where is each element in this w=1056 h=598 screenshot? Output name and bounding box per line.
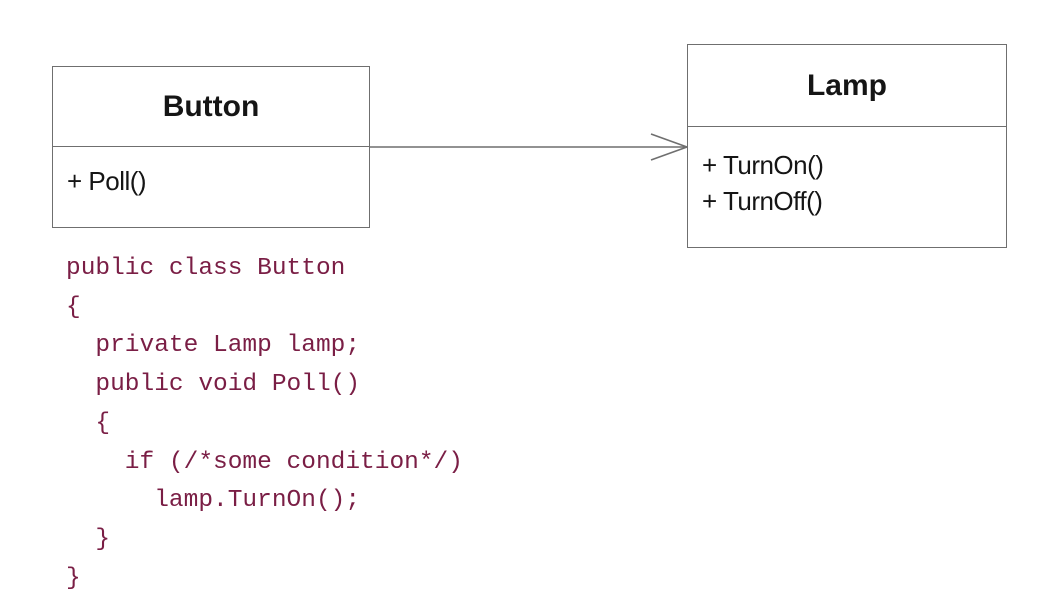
lamp-class-operations: + TurnOn() + TurnOff() — [688, 127, 1006, 219]
code-line: public class Button — [66, 255, 346, 282]
code-line: { — [66, 409, 111, 437]
lamp-class-name: Lamp — [688, 45, 1006, 127]
code-listing: public class Button{ private Lamp lamp; … — [66, 250, 463, 598]
code-line: } — [66, 564, 81, 592]
code-line: public void Poll() — [66, 371, 361, 399]
poll-operation: + Poll() — [67, 166, 147, 196]
code-line: lamp.TurnOn(); — [66, 487, 361, 515]
lamp-class-box: Lamp + TurnOn() + TurnOff() — [687, 44, 1007, 248]
button-class-name: Button — [53, 67, 369, 147]
button-class-operations: + Poll() — [53, 147, 369, 197]
code-line: { — [66, 293, 81, 321]
code-line: } — [66, 525, 111, 553]
turnoff-operation: + TurnOff() — [702, 186, 823, 216]
turnon-operation: + TurnOn() — [702, 150, 824, 180]
code-line: private Lamp lamp; — [66, 332, 361, 360]
code-line: if (/*some condition*/) — [66, 448, 463, 476]
button-class-box: Button + Poll() — [52, 66, 370, 228]
